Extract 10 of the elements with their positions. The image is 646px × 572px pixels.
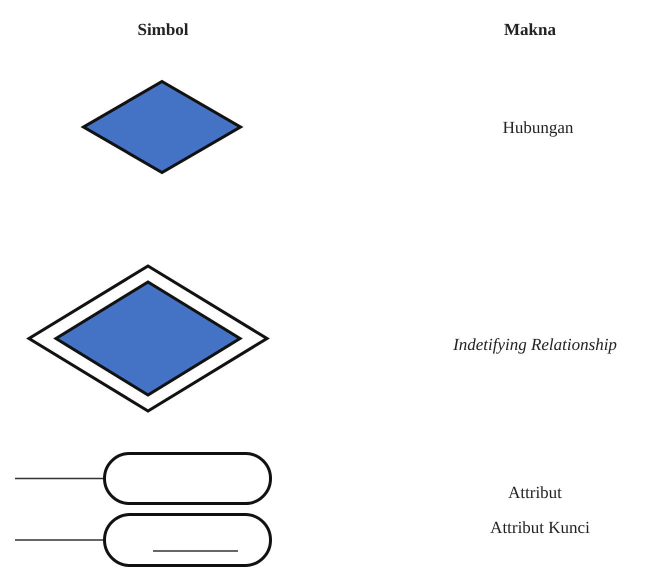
meaning-text: Indetifying Relationship (453, 335, 617, 355)
attribute-line (15, 539, 103, 541)
column-header: Makna (504, 20, 556, 40)
meaning-text: Attribut Kunci (490, 518, 590, 538)
meaning-text: Hubungan (502, 118, 574, 138)
attribute-line (15, 478, 103, 480)
meaning-text: Attribut (508, 483, 562, 503)
column-header: Simbol (137, 20, 189, 40)
relationship-diamond (82, 80, 242, 174)
identifying-relationship-diamond (28, 265, 268, 412)
